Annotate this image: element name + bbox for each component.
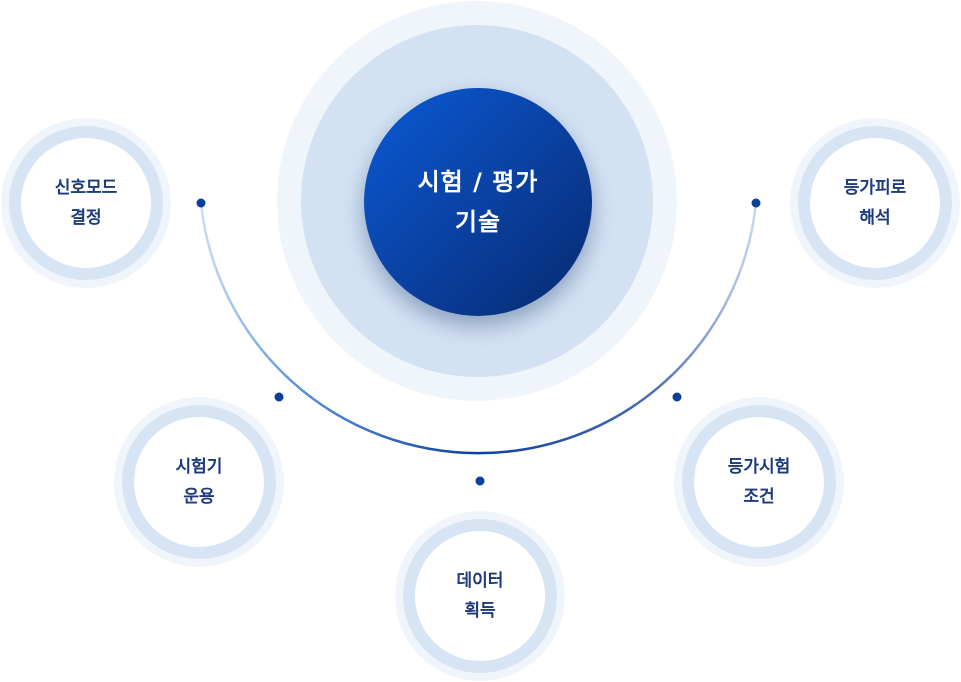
center-title-line2: 기술 <box>455 202 501 242</box>
node-face: 시험기 운용 <box>134 417 264 547</box>
node-equivalent-fatigue: 등가피로 해석 <box>790 118 960 288</box>
node-data-acquisition: 데이터 획득 <box>395 511 565 681</box>
node-label-line1: 신호모드 <box>55 173 118 203</box>
node-label-line1: 시험기 <box>176 452 223 482</box>
node-face: 신호모드 결정 <box>21 138 151 268</box>
node-label-line2: 해석 <box>859 203 890 233</box>
node-face: 등가피로 해석 <box>810 138 940 268</box>
node-signal-mode: 신호모드 결정 <box>1 118 171 288</box>
node-label-line1: 등가시험 <box>728 452 791 482</box>
node-label-line2: 획득 <box>464 596 495 626</box>
center-title-line1: 시험 / 평가 <box>418 162 539 202</box>
node-label-line1: 등가피로 <box>844 173 907 203</box>
arc-dot <box>275 393 284 402</box>
node-label-line2: 결정 <box>70 203 101 233</box>
node-equivalent-test: 등가시험 조건 <box>674 397 844 567</box>
center-core: 시험 / 평가 기술 <box>364 88 592 316</box>
arc-dot <box>476 477 485 486</box>
node-label-line2: 운용 <box>183 482 214 512</box>
node-face: 데이터 획득 <box>415 531 545 661</box>
arc-dot <box>752 199 761 208</box>
arc-dot <box>673 393 682 402</box>
node-tester-operation: 시험기 운용 <box>114 397 284 567</box>
node-label-line1: 데이터 <box>457 566 504 596</box>
node-label-line2: 조건 <box>743 482 774 512</box>
node-face: 등가시험 조건 <box>694 417 824 547</box>
arc-dot <box>197 199 206 208</box>
